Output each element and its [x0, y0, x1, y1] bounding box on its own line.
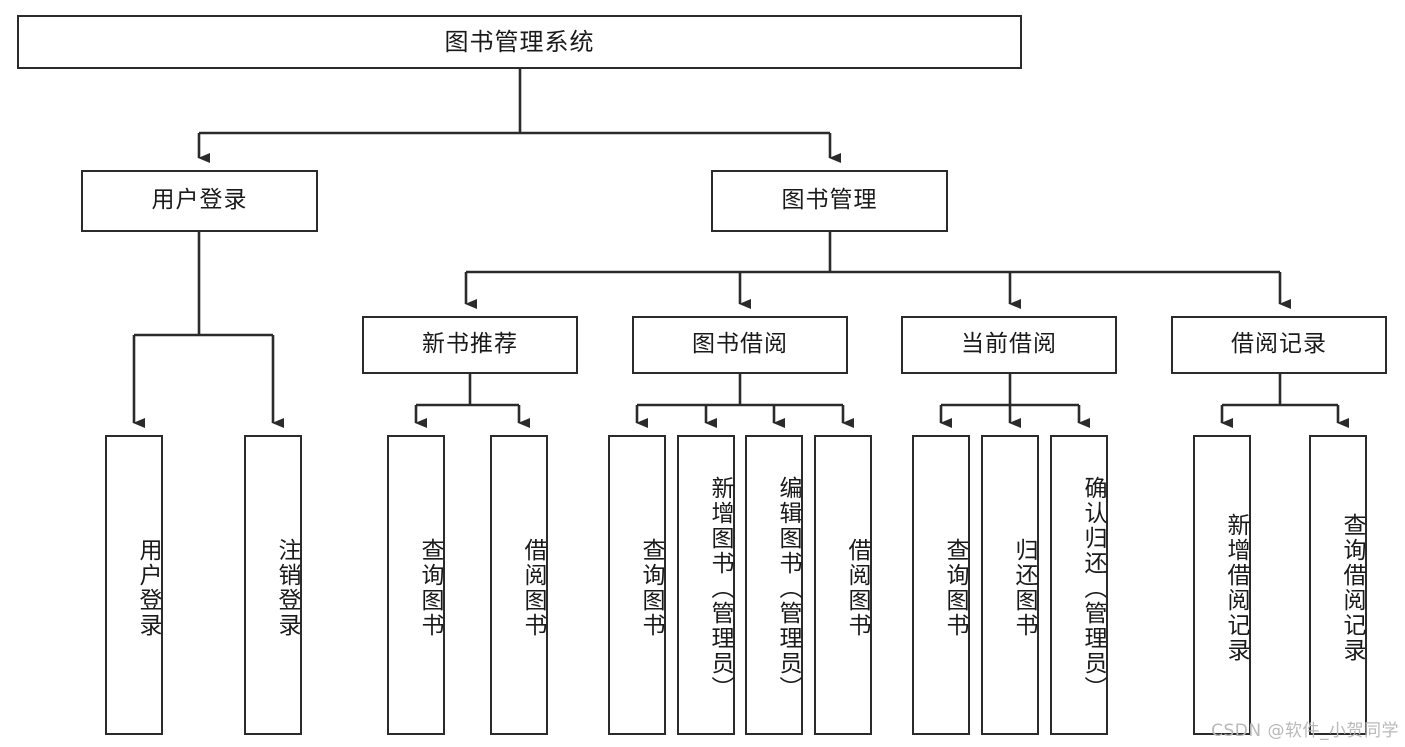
node-leaf-query-book-2-label: 查询图书 — [638, 538, 664, 638]
node-leaf-edit-book[interactable]: 编辑图书（管理员） — [745, 435, 803, 735]
node-leaf-add-record-label: 新增借阅记录 — [1223, 513, 1249, 663]
node-leaf-add-book-label: 新增图书（管理员） — [707, 475, 733, 701]
node-leaf-logout[interactable]: 注销登录 — [244, 435, 302, 735]
node-leaf-return-book[interactable]: 归还图书 — [981, 435, 1039, 735]
node-leaf-query-book-3-label: 查询图书 — [942, 538, 968, 638]
node-leaf-user-login-label: 用户登录 — [135, 538, 161, 638]
node-leaf-borrow-book-1-label: 借阅图书 — [520, 538, 546, 638]
node-leaf-query-book-1-label: 查询图书 — [417, 538, 443, 638]
node-new-book-recommend-label: 新书推荐 — [422, 331, 518, 358]
node-leaf-borrow-book-2[interactable]: 借阅图书 — [814, 435, 872, 735]
node-leaf-return-book-label: 归还图书 — [1011, 538, 1037, 638]
node-leaf-query-book-2[interactable]: 查询图书 — [608, 435, 666, 735]
node-leaf-confirm-return-label: 确认归还（管理员） — [1080, 475, 1106, 701]
node-root-label: 图书管理系统 — [444, 27, 595, 56]
node-book-borrow[interactable]: 图书借阅 — [632, 316, 848, 374]
node-leaf-user-login[interactable]: 用户登录 — [105, 435, 163, 735]
node-leaf-borrow-book-2-label: 借阅图书 — [844, 538, 870, 638]
node-book-management[interactable]: 图书管理 — [711, 170, 948, 232]
node-current-borrow-label: 当前借阅 — [961, 331, 1057, 358]
csdn-watermark: CSDN @软件_小贺同学 — [1211, 721, 1399, 741]
node-book-management-label: 图书管理 — [781, 187, 878, 214]
node-new-book-recommend[interactable]: 新书推荐 — [362, 316, 578, 374]
node-borrow-record[interactable]: 借阅记录 — [1171, 316, 1387, 374]
node-leaf-confirm-return[interactable]: 确认归还（管理员） — [1050, 435, 1108, 735]
node-leaf-query-record[interactable]: 查询借阅记录 — [1309, 435, 1367, 735]
node-leaf-query-record-label: 查询借阅记录 — [1339, 513, 1365, 663]
node-leaf-edit-book-label: 编辑图书（管理员） — [775, 475, 801, 701]
node-leaf-add-record[interactable]: 新增借阅记录 — [1193, 435, 1251, 735]
node-borrow-record-label: 借阅记录 — [1231, 331, 1327, 358]
node-user-login[interactable]: 用户登录 — [81, 170, 318, 232]
node-current-borrow[interactable]: 当前借阅 — [901, 316, 1117, 374]
node-leaf-query-book-3[interactable]: 查询图书 — [912, 435, 970, 735]
node-user-login-label: 用户登录 — [151, 187, 248, 214]
node-leaf-logout-label: 注销登录 — [274, 538, 300, 638]
node-leaf-borrow-book-1[interactable]: 借阅图书 — [490, 435, 548, 735]
node-leaf-add-book[interactable]: 新增图书（管理员） — [677, 435, 735, 735]
node-root[interactable]: 图书管理系统 — [17, 15, 1022, 69]
node-book-borrow-label: 图书借阅 — [692, 331, 788, 358]
node-leaf-query-book-1[interactable]: 查询图书 — [387, 435, 445, 735]
